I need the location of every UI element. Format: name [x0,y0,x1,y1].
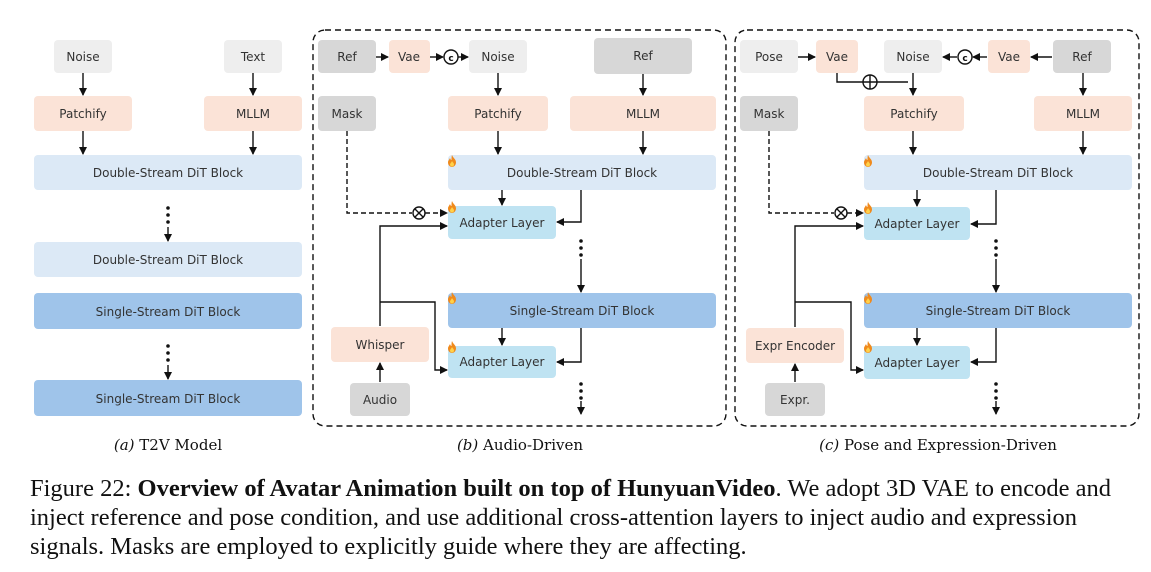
mllm-label: MLLM [236,107,270,121]
noise-box [884,40,942,73]
noise-label: Noise [896,50,929,64]
mask-box [318,96,376,131]
mllm-box [570,96,716,131]
patchify-box [448,96,548,131]
mask-label: Mask [754,107,785,121]
panel-c-ellipsis [994,239,998,400]
expr-label: Expr. [780,393,810,407]
vae-box-pose [816,40,858,73]
pose-label: Pose [755,50,783,64]
single-stream-block-2 [34,380,302,416]
panel-b-ellipsis [579,239,583,400]
single-stream-block-1 [34,293,302,329]
adapter-label-1: Adapter Layer [460,216,545,230]
panel-c-caption: (c) Pose and Expression-Driven [819,436,1057,454]
single-stream-label: Single-Stream DiT Block [926,304,1071,318]
noise-label: Noise [66,50,99,64]
architecture-diagram: Noise Text Patchify MLLM Double-Stream D… [34,29,1140,454]
double-stream-block [864,155,1132,190]
patchify-box [864,96,964,131]
mllm-box [204,96,302,131]
audio-label: Audio [363,393,397,407]
panel-c-frame [734,29,1140,427]
vae-label-ref: Vae [998,50,1020,64]
expr-encoder-box [746,328,844,363]
noise-box [469,40,527,73]
single-stream-block [864,293,1132,328]
text-box [224,40,282,73]
figure-body: . We adopt 3D VAE to encode and inject r… [30,475,1112,560]
trainable-flame-icon [448,201,456,213]
panel-c: Pose Vae Noise c Vae Ref Mask Patchify M… [734,29,1140,454]
figure-caption: Figure 22: Overview of Avatar Animation … [30,474,1140,561]
panel-a-ellipsis [166,206,170,362]
figure-title: Overview of Avatar Animation built on to… [137,475,776,502]
single-stream-block [448,293,716,328]
patchify-box [34,96,132,131]
expr-encoder-label: Expr Encoder [755,339,835,353]
figure-label: Figure 22: [30,475,138,502]
svg-text:c: c [448,54,453,64]
panel-b: Ref Vae c Noise Ref Mask Patchify MLLM D… [312,29,727,454]
double-stream-block [448,155,716,190]
trainable-flame-icon [864,202,872,214]
double-stream-label-1: Double-Stream DiT Block [93,166,243,180]
mask-box [740,96,798,131]
panel-a-caption: (a) T2V Model [114,436,222,454]
noise-label: Noise [481,50,514,64]
adapter-layer-1 [864,207,970,240]
whisper-label: Whisper [356,338,405,352]
adapter-layer-2 [448,346,556,378]
ref-box-small [318,40,376,73]
vae-label: Vae [398,50,420,64]
mllm-label: MLLM [626,107,660,121]
double-stream-label: Double-Stream DiT Block [507,166,657,180]
vae-box-ref [988,40,1030,73]
adapter-layer-2 [864,346,970,379]
double-stream-block-1 [34,155,302,190]
panel-a: Noise Text Patchify MLLM Double-Stream D… [34,40,302,454]
adapter-label-2: Adapter Layer [875,356,960,370]
adapter-layer-1 [448,206,556,239]
panel-a-arrows [79,73,257,380]
expr-box [765,383,825,416]
double-stream-label-2: Double-Stream DiT Block [93,253,243,267]
vae-label-pose: Vae [826,50,848,64]
vae-box [389,40,430,73]
single-stream-label-1: Single-Stream DiT Block [96,305,241,319]
mask-label: Mask [332,107,363,121]
pose-box [740,40,798,73]
panel-b-arrows [346,53,647,415]
ref-box-large [594,38,692,74]
panel-b-frame [312,29,727,427]
adapter-label-2: Adapter Layer [460,355,545,369]
panel-b-caption: (b) Audio-Driven [457,436,583,454]
audio-box [350,383,410,416]
mllm-label: MLLM [1066,107,1100,121]
ref-label-small: Ref [337,50,357,64]
adapter-label-1: Adapter Layer [875,217,960,231]
ref-box [1053,40,1111,73]
ref-label: Ref [1072,50,1092,64]
single-stream-label-2: Single-Stream DiT Block [96,392,241,406]
trainable-flame-icon [864,341,872,353]
double-stream-label: Double-Stream DiT Block [923,166,1073,180]
patchify-label: Patchify [59,107,106,121]
noise-box [54,40,112,73]
double-stream-block-2 [34,242,302,277]
patchify-label: Patchify [890,107,937,121]
panel-c-arrows [768,53,1087,415]
ref-label-large: Ref [633,49,653,63]
whisper-box [331,327,429,362]
patchify-label: Patchify [474,107,521,121]
single-stream-label: Single-Stream DiT Block [510,304,655,318]
trainable-flame-icon [448,341,456,353]
mllm-box [1034,96,1132,131]
svg-text:c: c [962,54,967,64]
text-label: Text [240,50,266,64]
